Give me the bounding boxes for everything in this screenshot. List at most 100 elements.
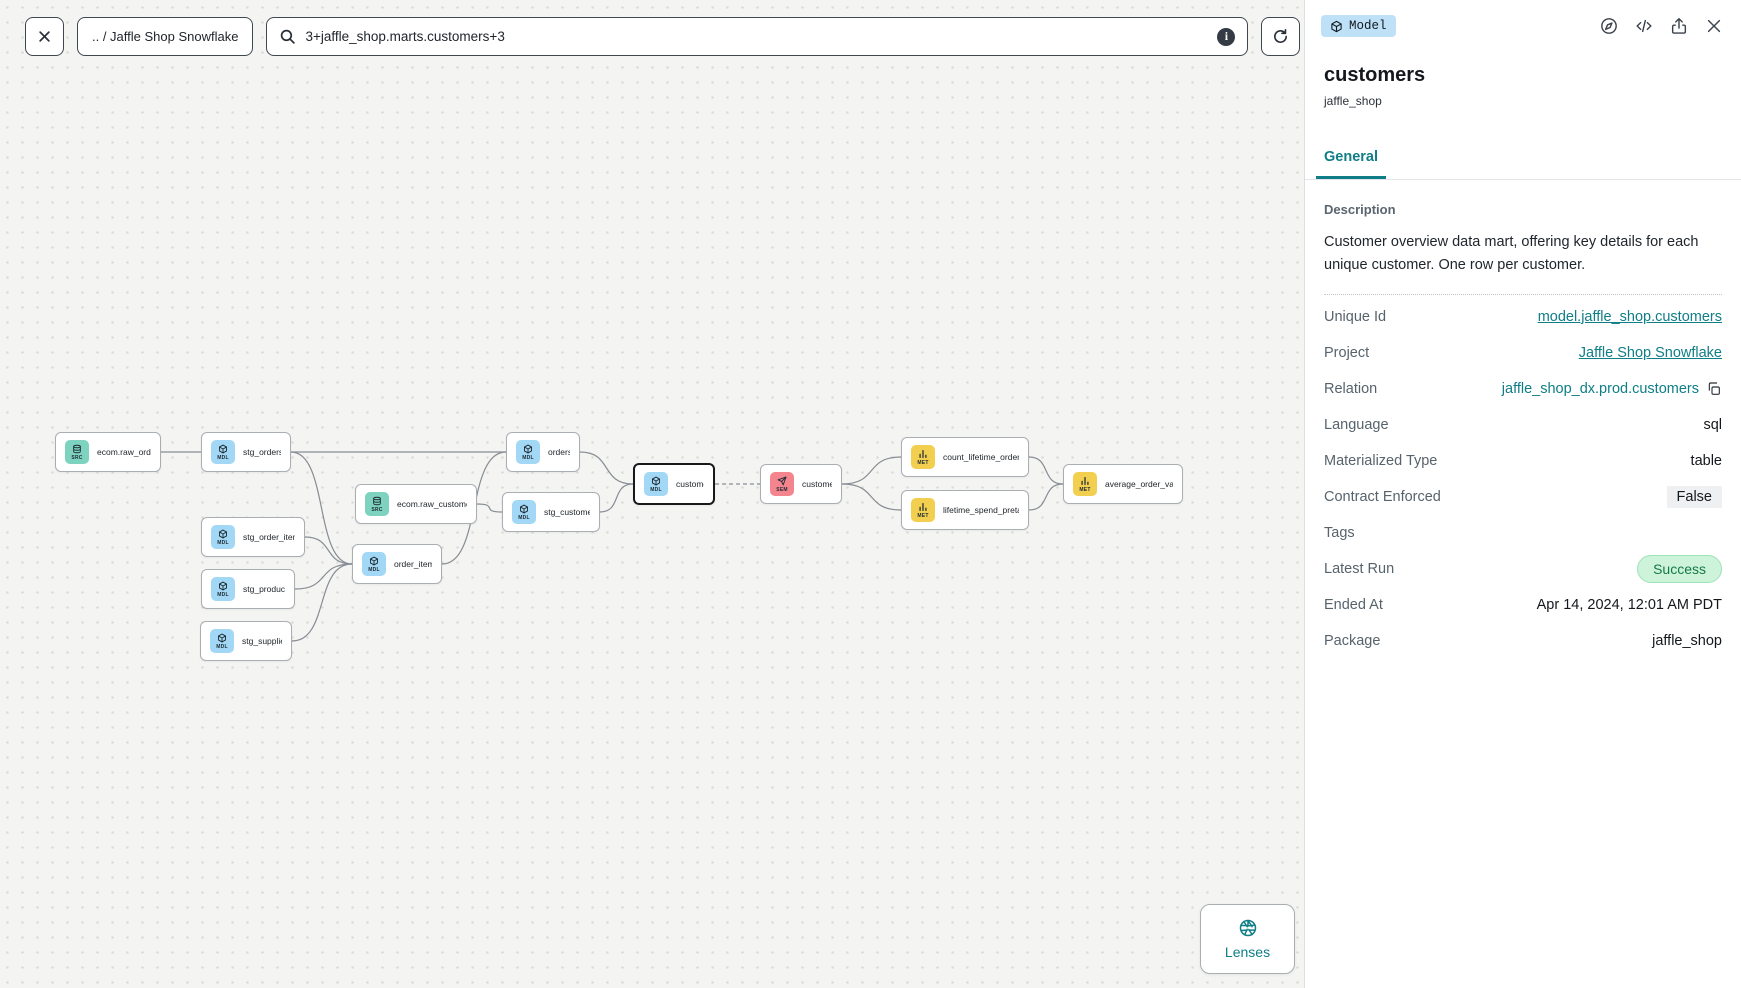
field-row-tags: Tags xyxy=(1324,515,1722,551)
info-icon[interactable]: i xyxy=(1217,27,1236,46)
edge-stg_customers-to-customers xyxy=(599,483,634,513)
divider xyxy=(1324,293,1722,295)
description-text: Customer overview data mart, offering ke… xyxy=(1324,234,1699,274)
close-lineage-button[interactable] xyxy=(25,17,64,56)
lineage-search[interactable]: i xyxy=(266,17,1249,56)
copy-icon[interactable] xyxy=(1706,381,1722,397)
graph-node-stg_orders[interactable]: MDL stg_orders xyxy=(201,432,291,472)
edge-stg_supplies-to-order_items xyxy=(291,563,353,642)
field-value: jaffle_shop xyxy=(1652,632,1722,649)
refresh-icon xyxy=(1274,28,1288,43)
edges-layer xyxy=(161,451,1064,642)
field-label: Tags xyxy=(1324,524,1355,541)
edge-customers_sem-to-lifetime_spend_pretax xyxy=(841,483,902,511)
field-label: Relation xyxy=(1324,380,1378,397)
description-label: Description xyxy=(1324,202,1396,217)
panel-header: Model xyxy=(1305,0,1741,37)
refresh-button[interactable] xyxy=(1261,17,1301,56)
tab-general[interactable]: General xyxy=(1316,141,1386,179)
node-label: stg_order_items xyxy=(243,532,295,542)
view-code-button[interactable] xyxy=(1633,15,1655,37)
mdl-type-icon: MDL xyxy=(362,552,386,576)
edge-orders-to-customers xyxy=(579,451,634,485)
lineage-canvas[interactable]: SRCecom.raw_ordersMDLstg_ordersSRCecom.r… xyxy=(0,0,1304,988)
search-input[interactable] xyxy=(305,29,1209,44)
graph-node-stg_order_items[interactable]: MDL stg_order_items xyxy=(201,517,305,557)
page-title: customers xyxy=(1324,64,1426,86)
met-type-icon: MET xyxy=(911,498,935,522)
src-type-icon: SRC xyxy=(65,440,89,464)
node-label: orders xyxy=(548,447,570,457)
node-label: customers xyxy=(676,479,704,489)
edge-raw_customers-to-stg_customers xyxy=(476,503,503,513)
src-type-icon: SRC xyxy=(365,492,389,516)
field-value[interactable]: model.jaffle_shop.customers xyxy=(1537,308,1722,325)
field-label: Materialized Type xyxy=(1324,452,1438,469)
met-type-icon: MET xyxy=(1073,472,1097,496)
graph-node-lifetime_spend_pretax[interactable]: MET lifetime_spend_pretax xyxy=(901,490,1029,530)
explore-button[interactable] xyxy=(1598,15,1620,37)
node-label: stg_customers xyxy=(544,507,590,517)
mdl-type-icon: MDL xyxy=(210,629,234,653)
field-label: Latest Run xyxy=(1324,560,1395,577)
node-label: lifetime_spend_pretax xyxy=(943,505,1019,515)
edge-stg_orders-to-order_items xyxy=(290,451,353,565)
close-panel-button[interactable] xyxy=(1703,15,1725,37)
graph-node-stg_customers[interactable]: MDL stg_customers xyxy=(502,492,600,532)
node-label: stg_orders xyxy=(243,447,281,457)
node-label: count_lifetime_orders xyxy=(943,452,1019,462)
lenses-button[interactable]: Lenses xyxy=(1200,904,1295,974)
field-label: Unique Id xyxy=(1324,308,1387,325)
graph-node-raw_orders[interactable]: SRC ecom.raw_orders xyxy=(55,432,161,472)
field-label: Package xyxy=(1324,632,1381,649)
share-button[interactable] xyxy=(1668,15,1690,37)
sem-type-icon: SEM xyxy=(770,472,794,496)
field-value: sql xyxy=(1703,416,1722,433)
node-label: stg_products xyxy=(243,584,285,594)
node-label: ecom.raw_orders xyxy=(97,447,151,457)
mdl-type-icon: MDL xyxy=(211,577,235,601)
compass-icon xyxy=(1601,18,1617,34)
breadcrumb[interactable]: .. / Jaffle Shop Snowflake xyxy=(77,17,254,56)
close-icon xyxy=(39,31,50,42)
edge-stg_order_items-to-order_items xyxy=(304,536,353,565)
mdl-type-icon: MDL xyxy=(512,500,536,524)
field-value: table xyxy=(1690,452,1722,469)
share-export-icon xyxy=(1671,18,1687,34)
node-label: average_order_value xyxy=(1105,479,1173,489)
graph-node-stg_products[interactable]: MDL stg_products xyxy=(201,569,295,609)
field-label: Ended At xyxy=(1324,596,1383,613)
graph-node-average_order_value[interactable]: MET average_order_value xyxy=(1063,464,1183,504)
panel-tabs: General xyxy=(1305,141,1741,180)
edge-count_lifetime_orders-to-average_order_value xyxy=(1028,456,1064,485)
search-icon xyxy=(281,29,296,44)
field-row-latest-run: Latest Run Success xyxy=(1324,551,1722,587)
lineage-toolbar: .. / Jaffle Shop Snowflake i xyxy=(25,17,1301,56)
graph-node-customers[interactable]: MDLcustomers xyxy=(633,463,715,505)
panel-body: Description Customer overview data mart,… xyxy=(1305,180,1741,988)
field-value[interactable]: jaffle_shop_dx.prod.customers xyxy=(1501,380,1699,397)
mdl-type-icon: MDL xyxy=(211,440,235,464)
code-icon xyxy=(1636,19,1652,33)
node-label: order_items xyxy=(394,559,432,569)
edge-lifetime_spend_pretax-to-average_order_value xyxy=(1028,483,1064,511)
graph-node-customers_sem[interactable]: SEMcustomers xyxy=(760,464,842,504)
lenses-aperture-icon xyxy=(1239,919,1256,937)
package-subtitle: jaffle_shop xyxy=(1324,94,1382,108)
field-row-package: Package jaffle_shop xyxy=(1324,623,1722,659)
graph-node-order_items[interactable]: MDL order_items xyxy=(352,544,442,584)
edge-stg_products-to-order_items xyxy=(294,563,353,590)
mdl-type-icon: MDL xyxy=(211,525,235,549)
field-value[interactable]: Jaffle Shop Snowflake xyxy=(1578,344,1722,361)
field-value: Success xyxy=(1637,554,1722,583)
field-row-materialized-type: Materialized Type table xyxy=(1324,443,1722,479)
close-icon xyxy=(1707,19,1721,33)
